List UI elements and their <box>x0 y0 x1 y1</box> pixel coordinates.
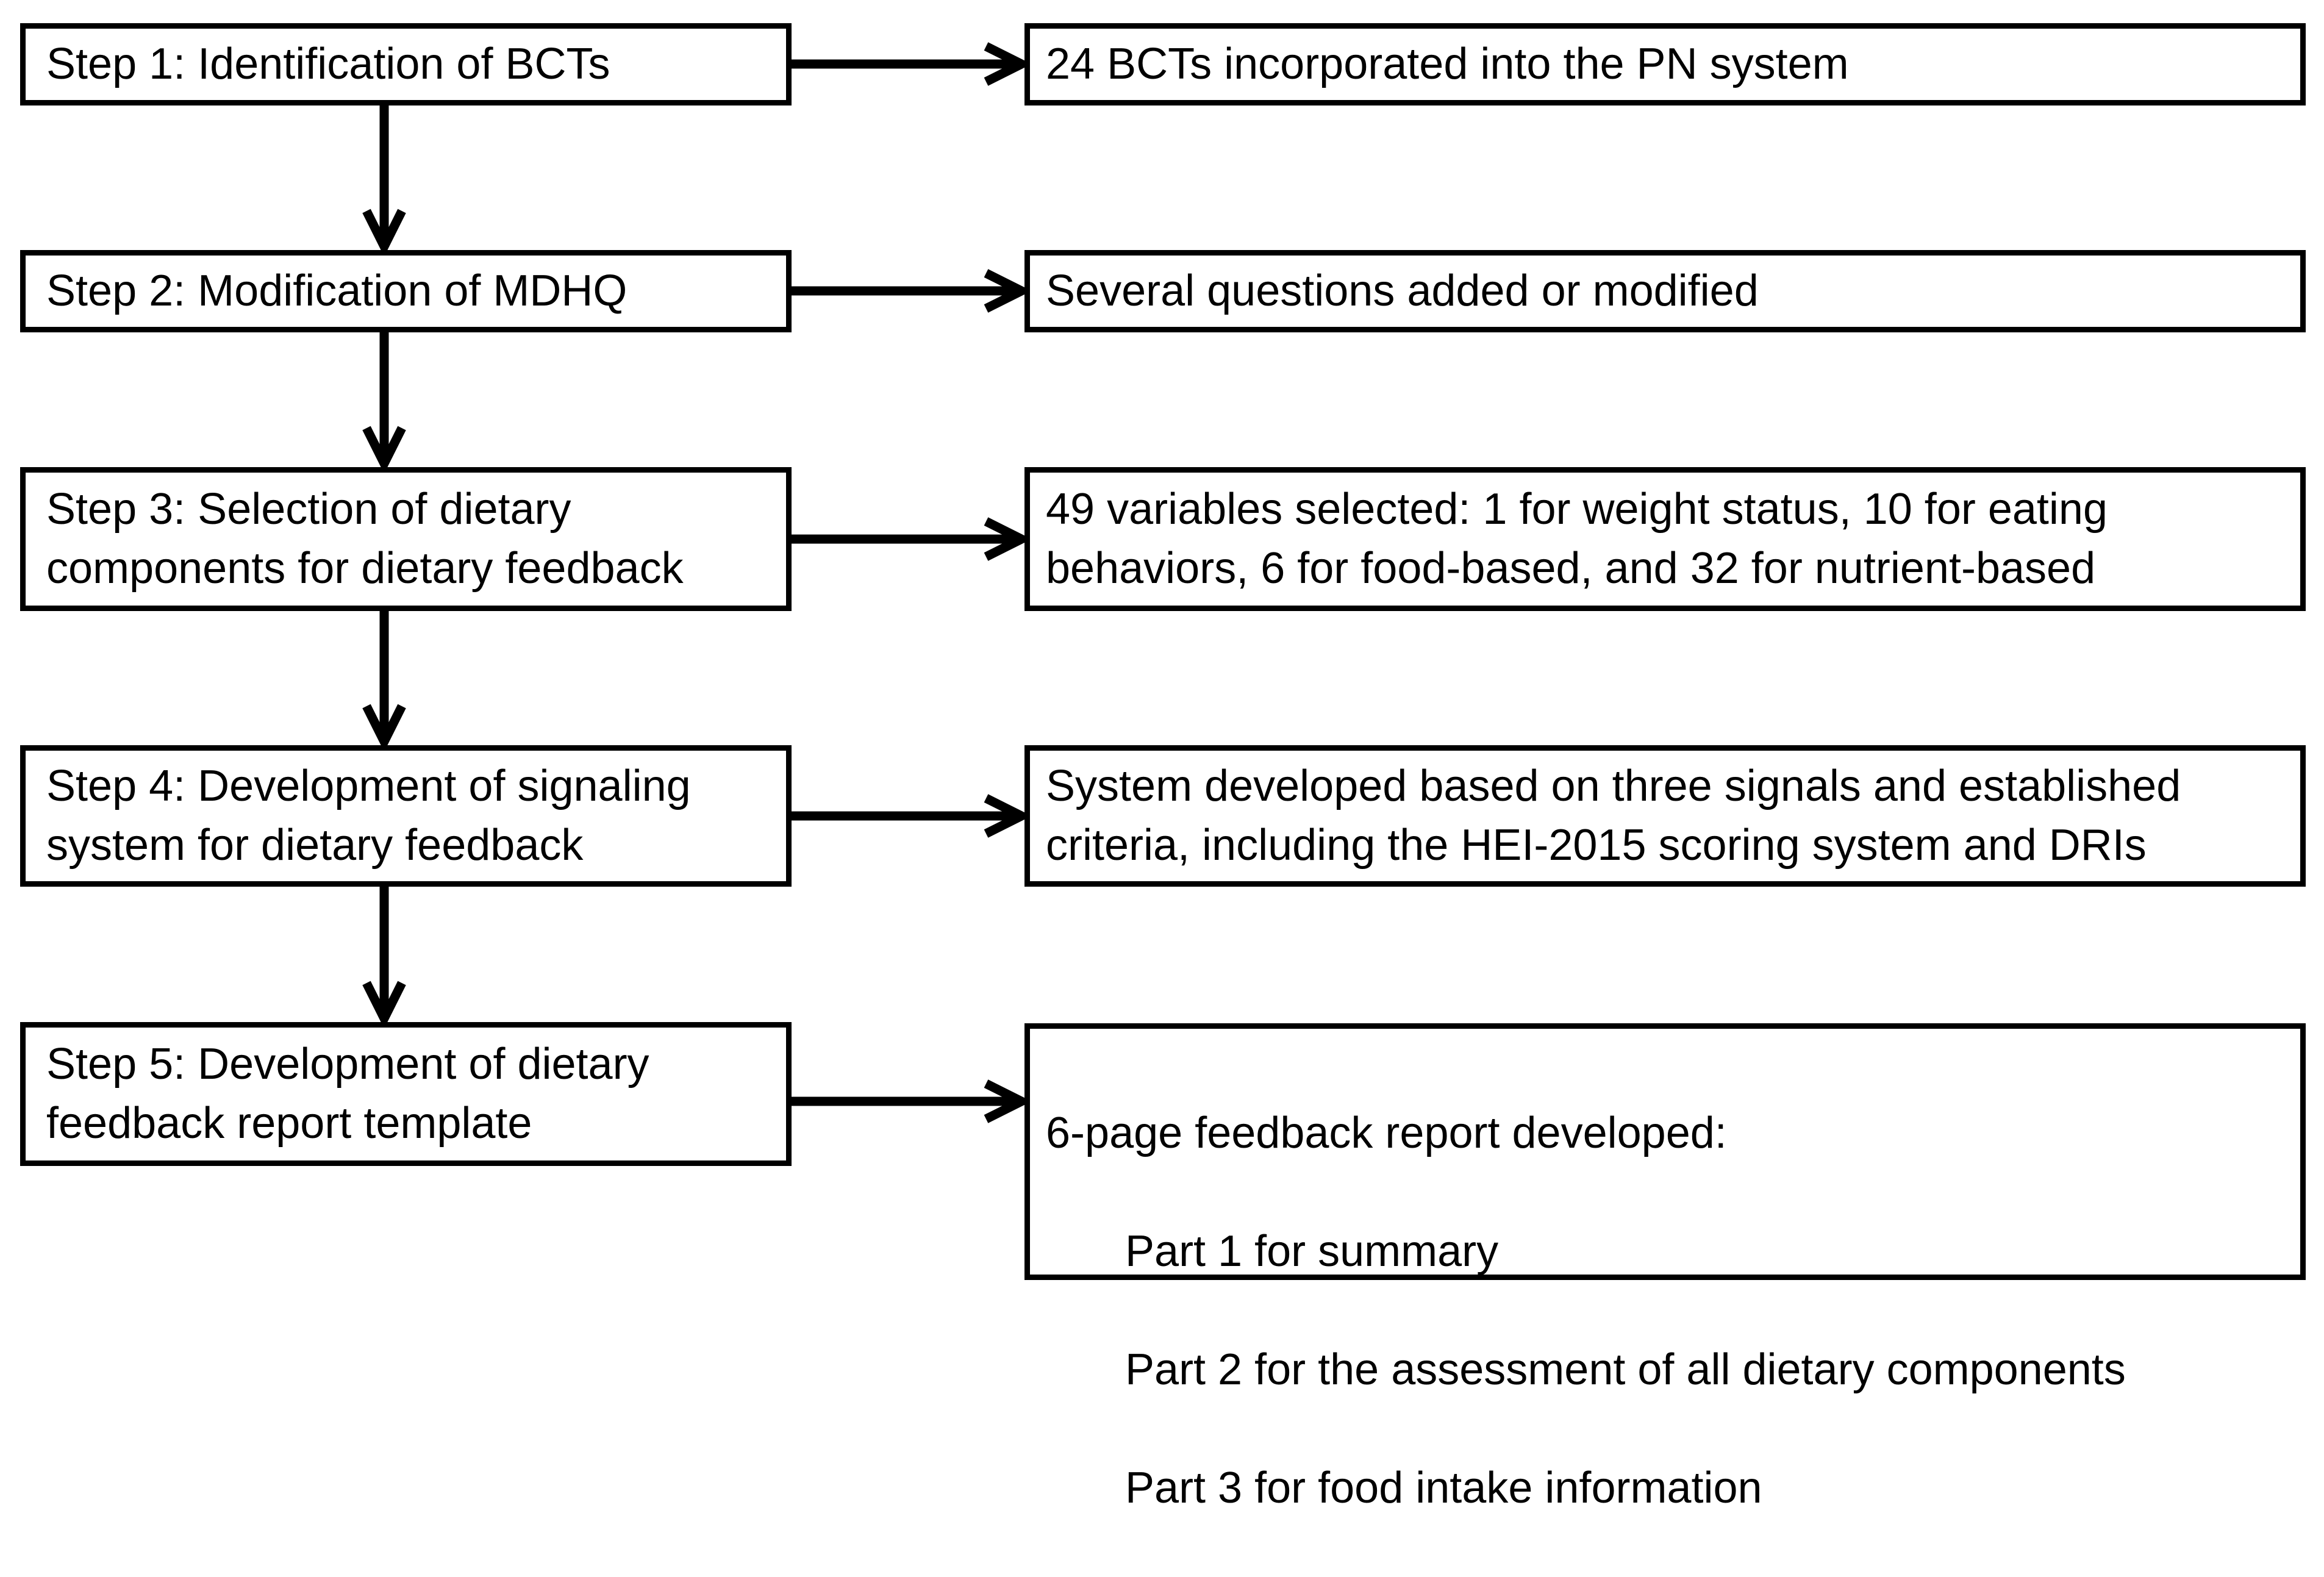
step-2-label: Step 2: Modification of MDHQ <box>46 266 627 315</box>
arrow-down-step2-step3 <box>357 332 412 467</box>
arrow-head-chevron <box>984 794 1025 838</box>
step-5-label: Step 5: Development of dietary feedback … <box>46 1040 649 1148</box>
outcome-5-header: 6-page feedback report developed: <box>1046 1109 1727 1157</box>
arrow-head-chevron <box>984 42 1025 86</box>
step-3-label: Step 3: Selection of dietary components … <box>46 485 684 593</box>
arrow-head-chevron <box>984 269 1025 313</box>
arrow-head-chevron <box>984 1079 1025 1123</box>
step-1-label: Step 1: Identification of BCTs <box>46 40 610 88</box>
outcome-2-box: Several questions added or modified <box>1024 250 2306 332</box>
outcome-4-box: System developed based on three signals … <box>1024 745 2306 887</box>
step-4-label: Step 4: Development of signaling system … <box>46 762 691 870</box>
outcome-1-box: 24 BCTs incorporated into the PN system <box>1024 23 2306 105</box>
flowchart-canvas: Step 1: Identification of BCTs 24 BCTs i… <box>20 23 2306 1512</box>
outcome-4-label: System developed based on three signals … <box>1046 762 2181 870</box>
step-5-box: Step 5: Development of dietary feedback … <box>20 1022 792 1166</box>
arrow-head-chevron <box>362 981 406 1022</box>
arrow-head-chevron <box>984 517 1025 561</box>
step-3-box: Step 3: Selection of dietary components … <box>20 467 792 611</box>
outcome-5-part-3: Part 3 for food intake information <box>1125 1464 1762 1512</box>
outcome-5-part-2: Part 2 for the assessment of all dietary… <box>1125 1345 2126 1394</box>
arrow-head-chevron <box>362 209 406 250</box>
arrow-down-step4-step5 <box>357 887 412 1022</box>
step-1-box: Step 1: Identification of BCTs <box>20 23 792 105</box>
arrow-down-step3-step4 <box>357 611 412 745</box>
arrow-right-step2-outcome2 <box>792 263 1025 318</box>
outcome-5-part-1: Part 1 for summary <box>1125 1227 1499 1276</box>
step-2-box: Step 2: Modification of MDHQ <box>20 250 792 332</box>
outcome-3-label: 49 variables selected: 1 for weight stat… <box>1046 485 2108 593</box>
outcome-3-box: 49 variables selected: 1 for weight stat… <box>1024 467 2306 611</box>
arrow-head-chevron <box>362 704 406 745</box>
arrow-right-step1-outcome1 <box>792 37 1025 91</box>
outcome-1-label: 24 BCTs incorporated into the PN system <box>1046 40 1849 88</box>
outcome-2-label: Several questions added or modified <box>1046 266 1759 315</box>
arrow-right-step4-outcome4 <box>792 788 1025 843</box>
outcome-5-box: 6-page feedback report developed: Part 1… <box>1024 1023 2306 1512</box>
arrow-right-step3-outcome3 <box>792 512 1025 567</box>
step-4-box: Step 4: Development of signaling system … <box>20 745 792 887</box>
arrow-down-step1-step2 <box>357 105 412 250</box>
arrow-right-step5-outcome5 <box>792 1074 1025 1129</box>
arrow-head-chevron <box>362 426 406 467</box>
